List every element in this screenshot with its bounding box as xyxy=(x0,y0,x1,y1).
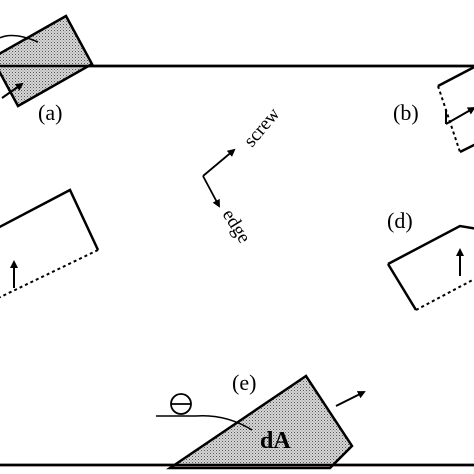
panel-b-element xyxy=(437,65,474,154)
panel-c-element xyxy=(0,188,100,299)
slip-plane-boundary xyxy=(0,64,474,467)
panel-e-element xyxy=(0,374,474,470)
direction-axes xyxy=(202,148,236,208)
panel-d-element xyxy=(386,224,474,311)
panel-b-label: (b) xyxy=(393,100,419,125)
panel-e-label: (e) xyxy=(232,370,256,395)
panel-d-label: (d) xyxy=(387,208,413,233)
panel-a-label: (a) xyxy=(38,100,62,125)
screw-direction-label: screw xyxy=(240,104,285,152)
edge-direction-label: edge xyxy=(218,206,255,248)
panel-a-element xyxy=(0,14,474,108)
area-element-label: dA xyxy=(260,428,291,454)
theta-in-circle-icon xyxy=(170,393,192,415)
